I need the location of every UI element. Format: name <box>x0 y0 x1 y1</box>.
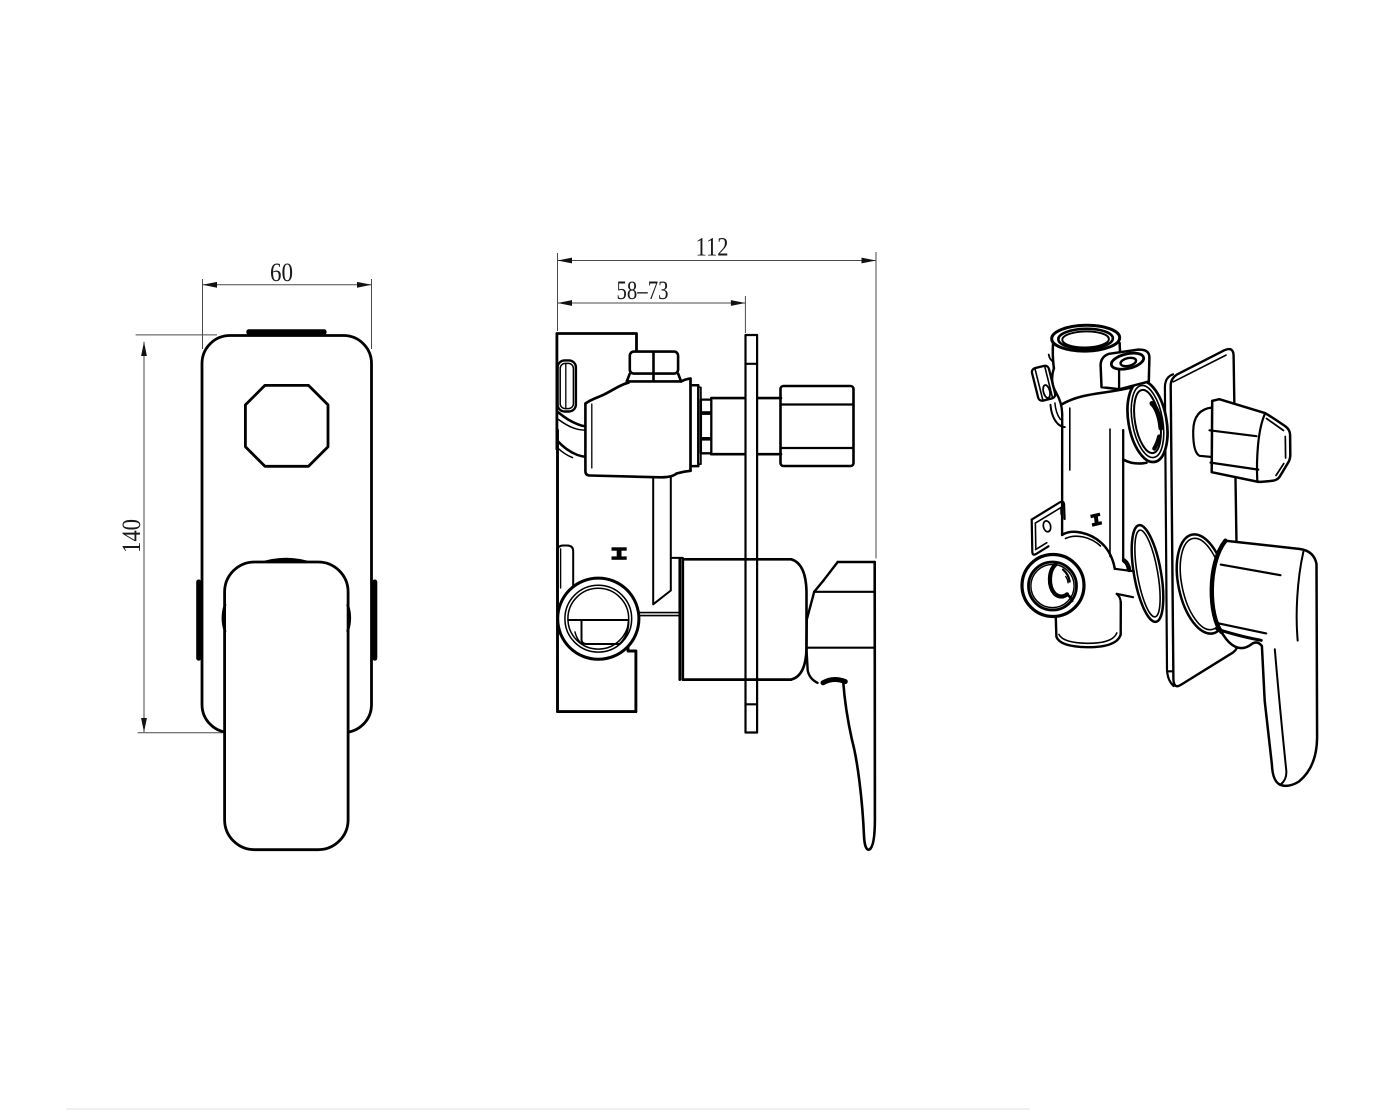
svg-text:112: 112 <box>696 233 729 262</box>
svg-text:58–73: 58–73 <box>617 276 669 305</box>
svg-text:60: 60 <box>270 258 293 287</box>
svg-text:140: 140 <box>117 519 146 553</box>
